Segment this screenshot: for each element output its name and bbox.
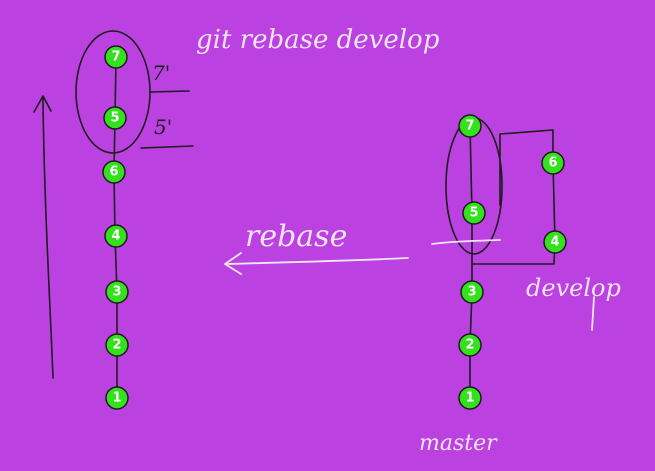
left-node-1-label: 1 bbox=[112, 391, 121, 406]
left-node-3: 3 bbox=[105, 280, 129, 304]
prime-7-label: 7' bbox=[152, 61, 170, 85]
left-node-3-label: 3 bbox=[112, 285, 121, 300]
develop-node-6-label: 6 bbox=[548, 156, 557, 171]
right-node-2-label: 2 bbox=[465, 338, 474, 353]
left-node-1: 1 bbox=[105, 386, 129, 410]
rebase-arrow-label: rebase bbox=[245, 219, 347, 254]
left-node-6: 6 bbox=[102, 160, 126, 184]
title-text: git rebase develop bbox=[196, 25, 440, 55]
develop-node-6: 6 bbox=[541, 151, 565, 175]
rebase-arrow-line bbox=[227, 257, 409, 265]
left-node-4-label: 4 bbox=[111, 229, 120, 244]
left-node-2: 2 bbox=[105, 333, 129, 357]
develop-node-4: 4 bbox=[543, 230, 567, 254]
left-node-6-label: 6 bbox=[109, 165, 118, 180]
prime-7-bar bbox=[149, 90, 190, 93]
develop-label-tail bbox=[591, 296, 595, 331]
left-node-4: 4 bbox=[104, 224, 128, 248]
prime-5-bar bbox=[140, 145, 194, 149]
left-node-5-prime: 5 bbox=[103, 106, 127, 130]
right-node-5: 5 bbox=[462, 201, 486, 225]
right-node-3-label: 3 bbox=[467, 285, 476, 300]
develop-label: develop bbox=[526, 274, 621, 302]
master-line bbox=[469, 125, 473, 399]
right-node-7-label: 7 bbox=[465, 119, 474, 134]
time-arrow bbox=[42, 97, 54, 379]
left-node-7-label: 7 bbox=[111, 50, 120, 65]
prime-5-label: 5' bbox=[154, 115, 172, 139]
master-label: master bbox=[419, 431, 498, 456]
right-original-ellipse bbox=[445, 117, 503, 255]
left-node-5-label: 5 bbox=[110, 111, 119, 126]
left-node-2-label: 2 bbox=[112, 338, 121, 353]
develop-bracket bbox=[499, 129, 554, 206]
right-node-2: 2 bbox=[458, 333, 482, 357]
right-node-1: 1 bbox=[458, 386, 482, 410]
branch-cut-mark bbox=[431, 239, 501, 245]
right-node-3: 3 bbox=[460, 280, 484, 304]
left-node-7-prime: 7 bbox=[104, 45, 128, 69]
time-arrow-head bbox=[33, 95, 52, 113]
right-node-7: 7 bbox=[458, 114, 482, 138]
right-node-1-label: 1 bbox=[465, 391, 474, 406]
develop-node-4-label: 4 bbox=[550, 235, 559, 250]
rebase-arrow-head bbox=[224, 252, 242, 275]
right-node-5-label: 5 bbox=[469, 206, 478, 221]
